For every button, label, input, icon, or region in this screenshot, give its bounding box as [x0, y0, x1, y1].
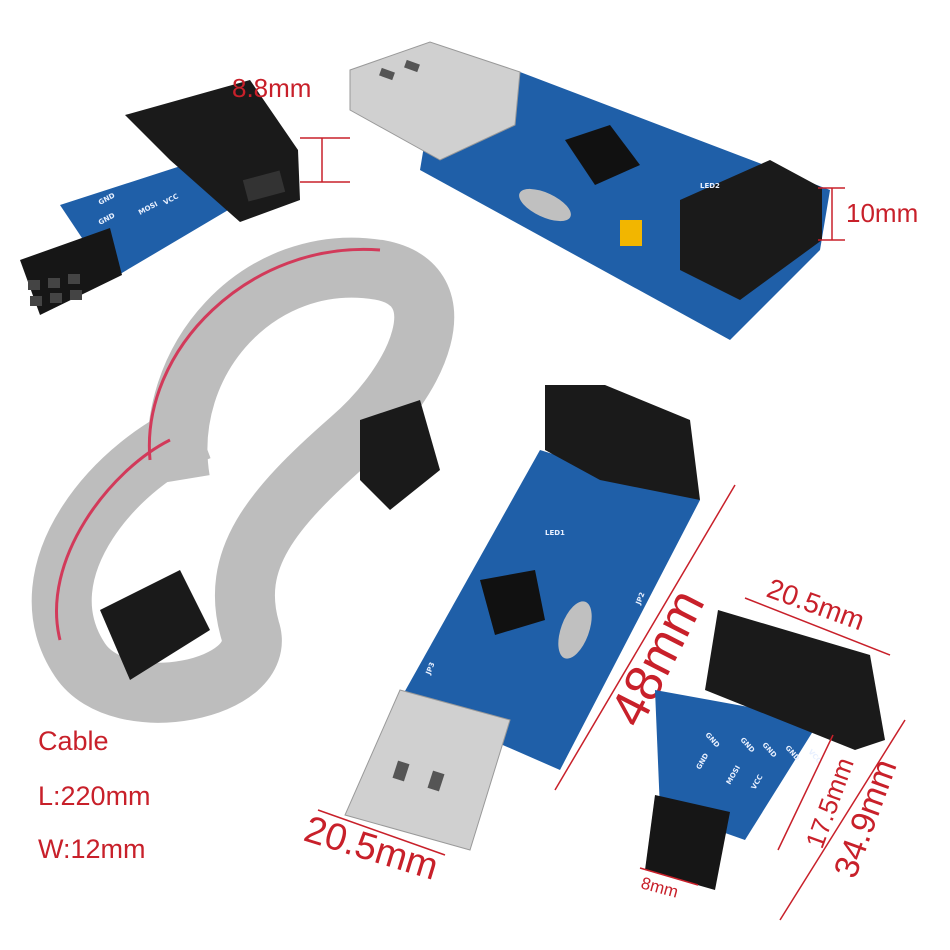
dimension-label: 8.8mm — [232, 73, 311, 103]
ten-pin-header — [705, 610, 885, 750]
cable-width: W:12mm — [38, 834, 146, 864]
usb-plug — [344, 689, 511, 851]
ribbon-cable — [31, 237, 455, 723]
idc-connector — [360, 400, 440, 510]
dimension-8-8mm: 8.8mm — [232, 73, 350, 183]
header-key-slot — [242, 170, 286, 202]
programmer-pcb — [400, 450, 700, 770]
six-pin-socket — [20, 228, 122, 315]
cable-title: Cable — [38, 726, 109, 756]
ten-pin-header — [545, 385, 700, 500]
cable-spec: Cable L:220mm W:12mm — [38, 726, 151, 864]
cable-stripe — [147, 247, 381, 461]
silkscreen-label: LED1 — [545, 529, 565, 537]
microcontroller-chip — [480, 570, 545, 635]
dimension-label: 20.5mm — [763, 573, 869, 637]
crystal — [519, 188, 571, 222]
usbasp-programmer-top: LED2 — [349, 41, 830, 340]
dimension-10mm: 10mm — [818, 187, 918, 241]
cable-length: L:220mm — [38, 781, 151, 811]
six-pin-socket — [645, 795, 730, 890]
dimension-label: 10mm — [846, 198, 918, 228]
adapter-bottom-right: GND GND GND GND VCC GND MOSI VCC — [645, 610, 885, 890]
adapter-pcb — [655, 690, 820, 840]
adapter-top-left: GND GND MOSI VCC — [20, 80, 300, 315]
cable-body — [31, 237, 455, 723]
socket-holes — [28, 274, 82, 306]
silkscreen-label: LED2 — [700, 182, 720, 190]
usbasp-programmer-bottom: JP3 JP2 LED1 — [344, 385, 700, 851]
usb-plug — [349, 41, 521, 161]
jumper — [620, 220, 642, 246]
crystal — [558, 601, 592, 659]
microcontroller-chip — [565, 125, 640, 185]
idc-connector — [100, 570, 210, 680]
ten-pin-header — [680, 160, 822, 300]
